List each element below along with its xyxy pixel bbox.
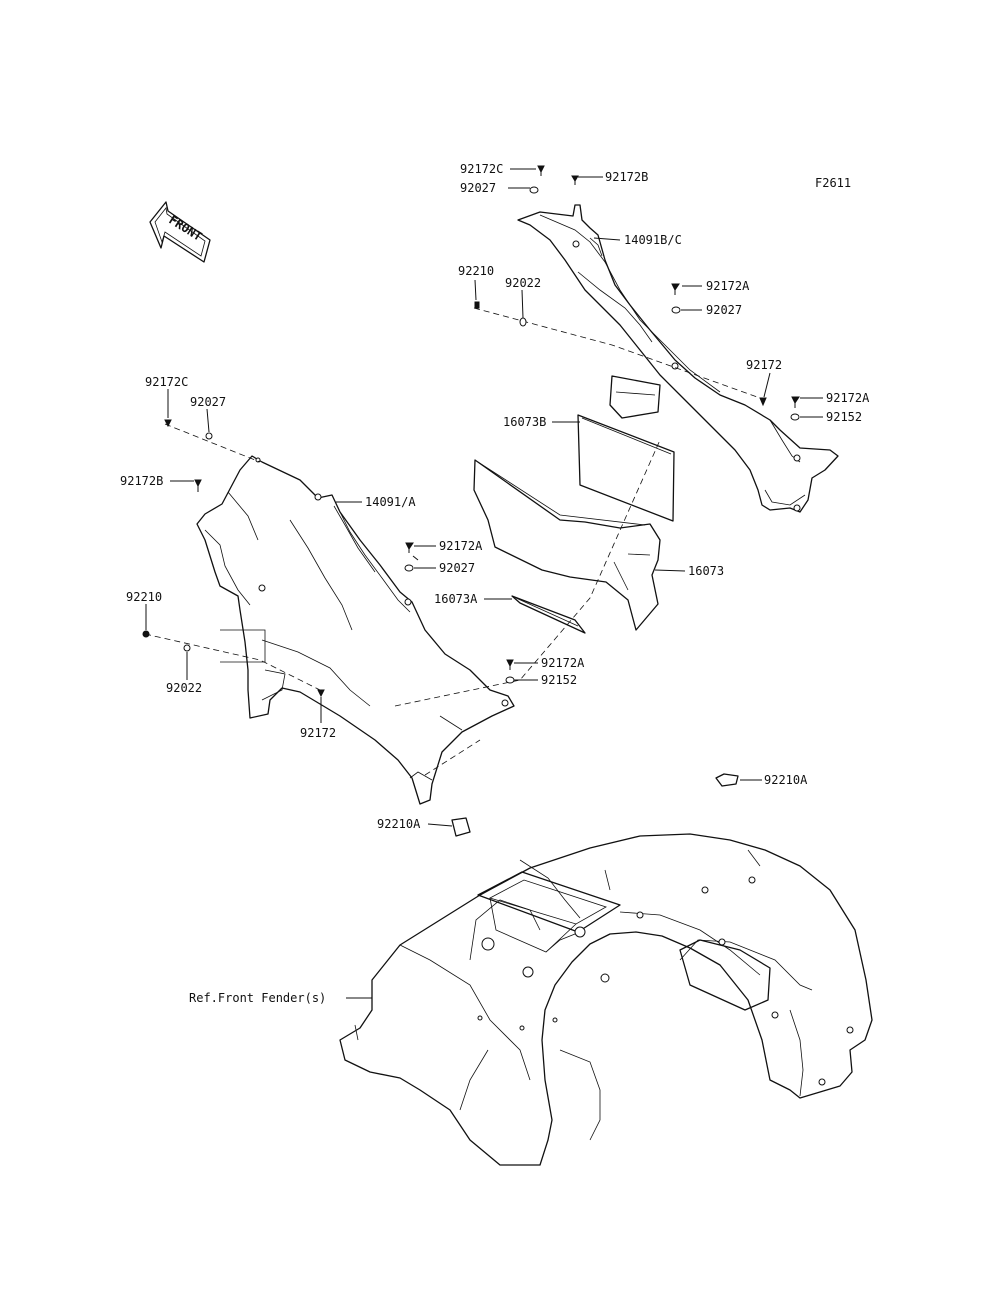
callout-92027-left: 92027 [190, 395, 226, 409]
callout-92027-r1: 92027 [706, 303, 742, 317]
callout-92022-right: 92022 [505, 276, 541, 290]
callout-92210-right: 92210 [458, 264, 494, 278]
callout-labels: 92172C 92172B 92027 14091B/C 92210 92022… [120, 162, 870, 1005]
callout-16073a: 16073A [434, 592, 478, 606]
figure-id: F2611 [815, 176, 851, 190]
callout-92152-left: 92152 [541, 673, 577, 687]
callout-92172c-top: 92172C [460, 162, 503, 176]
callout-92152-right: 92152 [826, 410, 862, 424]
callout-92172a-r2: 92172A [826, 391, 870, 405]
pad-16073a [511, 595, 586, 634]
callout-92210-left: 92210 [126, 590, 162, 604]
side-cover-left [196, 455, 515, 805]
callout-16073: 16073 [688, 564, 724, 578]
callout-92172a-r1: 92172A [706, 279, 750, 293]
callout-92210a-left: 92210A [377, 817, 421, 831]
callout-14091bc: 14091B/C [624, 233, 682, 247]
callout-92172a-l2: 92172A [541, 656, 585, 670]
callout-ref-front-fender: Ref.Front Fender(s) [189, 991, 326, 1005]
front-arrow-label: FRONT [166, 213, 204, 244]
callout-92172b-left: 92172B [120, 474, 163, 488]
front-fender [339, 833, 873, 1166]
pad-16073 [473, 459, 661, 631]
callout-92172-right: 92172 [746, 358, 782, 372]
callout-92027-top: 92027 [460, 181, 496, 195]
callout-92172a-l1: 92172A [439, 539, 483, 553]
side-cover-right [517, 204, 839, 513]
callout-92022-left: 92022 [166, 681, 202, 695]
callout-92172c-left: 92172C [145, 375, 188, 389]
callout-92210a-right: 92210A [764, 773, 808, 787]
callout-92027-l1: 92027 [439, 561, 475, 575]
leader-lines [145, 168, 823, 999]
hardware [142, 165, 800, 837]
callout-16073b: 16073B [503, 415, 546, 429]
pad-16073b [577, 414, 675, 522]
front-arrow-icon: FRONT [149, 201, 211, 263]
callout-92172b-top: 92172B [605, 170, 648, 184]
callout-14091a: 14091/A [365, 495, 416, 509]
alignment-lines [144, 307, 761, 776]
callout-92172-left: 92172 [300, 726, 336, 740]
